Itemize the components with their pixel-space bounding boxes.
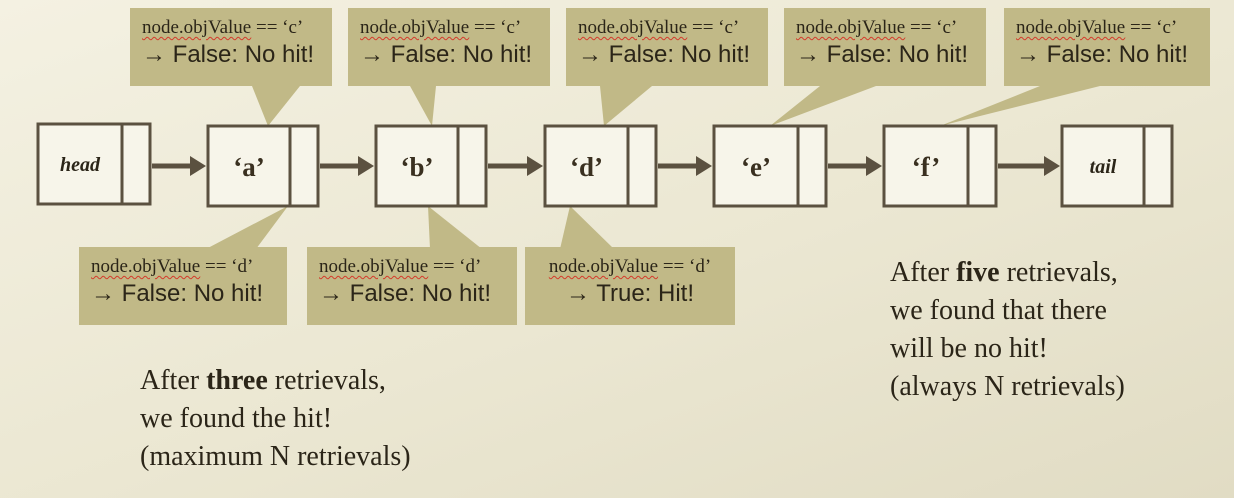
list-node: ‘b’ xyxy=(374,124,488,208)
node-box xyxy=(36,122,152,206)
list-node: ‘d’ xyxy=(543,124,658,208)
top-callout-3: node.objValue == ‘c’ → False: No hit! xyxy=(566,8,768,86)
list-nodes: head ‘a’ ‘b’ ‘d’ ‘e’ ‘f’ tail xyxy=(36,122,1174,208)
callout-result: → True: Hit! xyxy=(565,280,695,307)
callout-condition: node.objValue == ‘c’ xyxy=(796,17,958,38)
arrow-head xyxy=(358,156,374,176)
node-label: ‘e’ xyxy=(741,152,771,182)
list-node: ‘a’ xyxy=(206,124,320,208)
note-line-2: we found the hit! xyxy=(140,403,333,434)
node-label: ‘d’ xyxy=(570,152,603,182)
callout-pointer xyxy=(206,206,288,249)
arrow-head xyxy=(190,156,206,176)
node-box xyxy=(1060,124,1174,208)
note-line-1: After three retrievals, xyxy=(140,365,386,396)
node-box xyxy=(206,124,320,208)
callout-result: → False: No hit! xyxy=(142,41,315,68)
callout-result: → False: No hit! xyxy=(360,41,533,68)
callout-condition: node.objValue == ‘c’ xyxy=(360,17,522,38)
next-arrow xyxy=(152,156,206,176)
callout-result: → False: No hit! xyxy=(319,280,492,307)
list-node: head xyxy=(36,122,152,206)
callout-pointers xyxy=(206,86,1100,249)
list-node: ‘f’ xyxy=(882,124,998,208)
callout-result: → False: No hit! xyxy=(578,41,751,68)
node-box xyxy=(712,124,828,208)
node-label: head xyxy=(60,154,101,176)
note-three-retrievals: After three retrievals, we found the hit… xyxy=(140,362,411,476)
next-arrow xyxy=(998,156,1060,176)
list-node: ‘e’ xyxy=(712,124,828,208)
note-line-3: (maximum N retrievals) xyxy=(140,441,411,472)
node-arrows xyxy=(152,156,1060,176)
callout-pointer xyxy=(410,86,436,126)
bottom-callout-3: node.objValue == ‘d’ → True: Hit! xyxy=(525,247,735,325)
callout-pointer xyxy=(600,86,652,126)
node-label: tail xyxy=(1090,156,1117,178)
next-arrow xyxy=(828,156,882,176)
note-line-1: After five retrievals, xyxy=(890,257,1118,288)
next-arrow xyxy=(320,156,374,176)
callout-condition: node.objValue == ‘c’ xyxy=(142,17,304,38)
top-callout-2: node.objValue == ‘c’ → False: No hit! xyxy=(348,8,550,86)
note-line-3: will be no hit! xyxy=(890,333,1048,364)
next-arrow xyxy=(488,156,543,176)
top-callout-1: node.objValue == ‘c’ → False: No hit! xyxy=(130,8,332,86)
callout-result: → False: No hit! xyxy=(1016,41,1189,68)
note-five-retrievals: After five retrievals, we found that the… xyxy=(890,254,1125,406)
callout-condition: node.objValue == ‘d’ xyxy=(548,256,712,277)
arrow-head xyxy=(527,156,543,176)
list-node: tail xyxy=(1060,124,1174,208)
arrow-head xyxy=(696,156,712,176)
node-box xyxy=(882,124,998,208)
bottom-callout-2: node.objValue == ‘d’ → False: No hit! xyxy=(307,247,517,325)
node-label: ‘b’ xyxy=(401,152,434,182)
top-callout-4: node.objValue == ‘c’ → False: No hit! xyxy=(784,8,986,86)
node-label: ‘a’ xyxy=(233,152,264,182)
callout-condition: node.objValue == ‘c’ xyxy=(1016,17,1178,38)
node-box xyxy=(374,124,488,208)
callout-pointer xyxy=(940,86,1100,126)
arrow-head xyxy=(866,156,882,176)
callout-pointer xyxy=(252,86,300,126)
arrow-head xyxy=(1044,156,1060,176)
callout-result: → False: No hit! xyxy=(91,280,264,307)
note-line-4: (always N retrievals) xyxy=(890,371,1125,402)
next-arrow xyxy=(658,156,712,176)
callout-condition: node.objValue == ‘c’ xyxy=(578,17,740,38)
callout-pointer xyxy=(560,206,614,249)
callout-condition: node.objValue == ‘d’ xyxy=(319,256,482,277)
callout-condition: node.objValue == ‘d’ xyxy=(91,256,254,277)
top-callout-5: node.objValue == ‘c’ → False: No hit! xyxy=(1004,8,1210,86)
callout-pointer xyxy=(428,206,482,249)
callout-pointer xyxy=(770,86,876,126)
callout-result: → False: No hit! xyxy=(796,41,969,68)
node-box xyxy=(543,124,658,208)
bottom-callout-1: node.objValue == ‘d’ → False: No hit! xyxy=(79,247,287,325)
node-label: ‘f’ xyxy=(912,152,940,182)
note-line-2: we found that there xyxy=(890,295,1107,326)
